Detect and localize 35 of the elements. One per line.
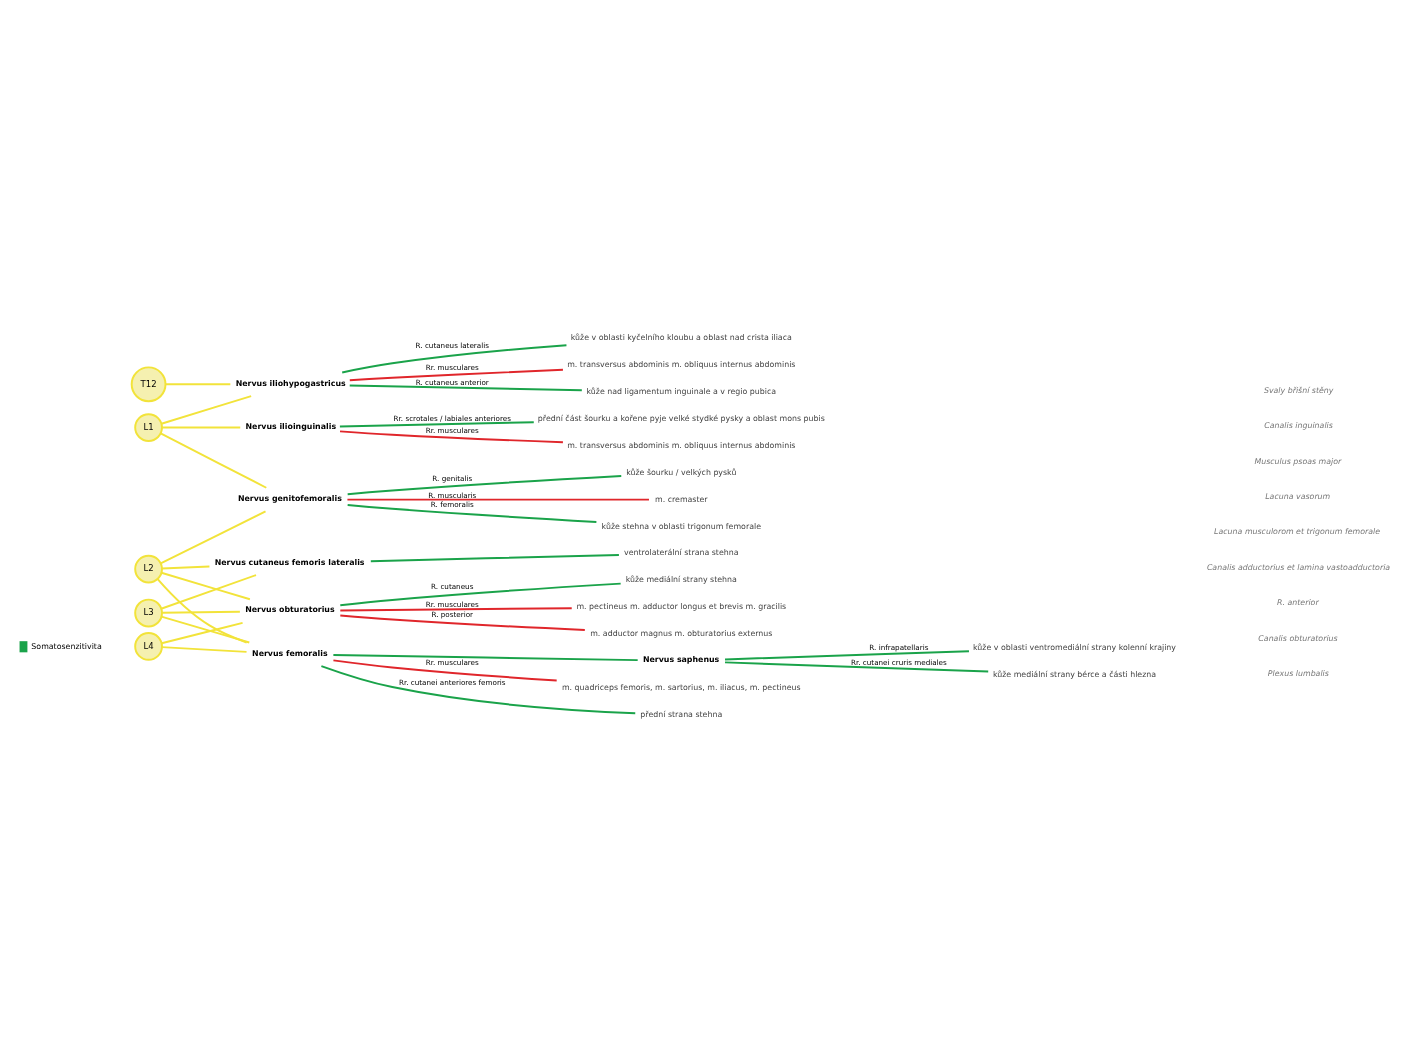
connector [369, 553, 620, 563]
connector [160, 395, 253, 425]
connector [164, 383, 232, 386]
node-circle: T12 [130, 366, 167, 403]
node-circle: L2 [134, 554, 163, 584]
connector [332, 659, 558, 682]
connector [332, 654, 639, 662]
connector [159, 432, 268, 489]
connector [341, 344, 568, 374]
connector [339, 582, 622, 607]
connector [339, 614, 586, 631]
connector [724, 661, 990, 673]
connector [160, 571, 251, 601]
connector [160, 621, 244, 645]
connector [348, 368, 564, 382]
connector [156, 577, 248, 644]
connector [346, 504, 598, 523]
connector [338, 421, 535, 428]
connector [160, 646, 248, 653]
connector [160, 615, 251, 644]
connector [339, 607, 573, 612]
connector [339, 430, 564, 444]
node-circle: L1 [134, 413, 163, 442]
connector [159, 510, 267, 565]
connector [346, 498, 650, 501]
connector [160, 426, 242, 429]
node-circle: L3 [134, 598, 163, 628]
connector [160, 565, 211, 570]
connector [160, 610, 241, 614]
connector [724, 650, 970, 661]
connector [346, 474, 623, 496]
connector [320, 665, 637, 715]
connector [160, 574, 258, 610]
node-circle: L4 [134, 632, 163, 661]
connector [348, 384, 583, 392]
